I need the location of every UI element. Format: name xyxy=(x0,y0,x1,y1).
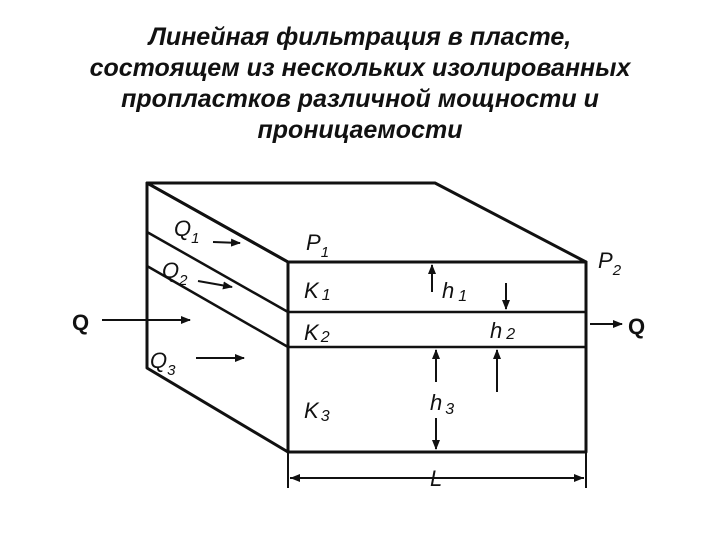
q1-arrow xyxy=(212,238,241,247)
top-face xyxy=(145,181,588,264)
side-boundary-2 xyxy=(146,264,289,349)
q2-arrow xyxy=(197,280,233,290)
slide-title: Линейная фильтрация в пласте, состоящем … xyxy=(40,22,680,146)
label-q1: Q1 xyxy=(174,216,199,247)
label-length: L xyxy=(430,466,442,491)
label-p2: P2 xyxy=(598,248,622,279)
label-q2: Q2 xyxy=(162,258,188,289)
label-p1: P1 xyxy=(306,230,329,261)
title-line-4: проницаемости xyxy=(257,116,463,144)
title-line-3: пропластков различной мощности и xyxy=(121,85,599,113)
title-line-1: Линейная фильтрация в пласте, xyxy=(148,23,572,51)
label-q-in: Q xyxy=(72,310,89,335)
label-q-out: Q xyxy=(628,314,645,339)
label-q3: Q3 xyxy=(150,348,176,379)
flow-arrows xyxy=(102,238,623,482)
side-boundary-1 xyxy=(146,230,289,314)
layer-boundaries xyxy=(146,230,586,349)
front-face xyxy=(286,260,588,454)
title-line-2: состоящем из нескольких изолированных xyxy=(89,54,631,82)
block-outline xyxy=(145,181,588,454)
side-face xyxy=(145,181,290,454)
